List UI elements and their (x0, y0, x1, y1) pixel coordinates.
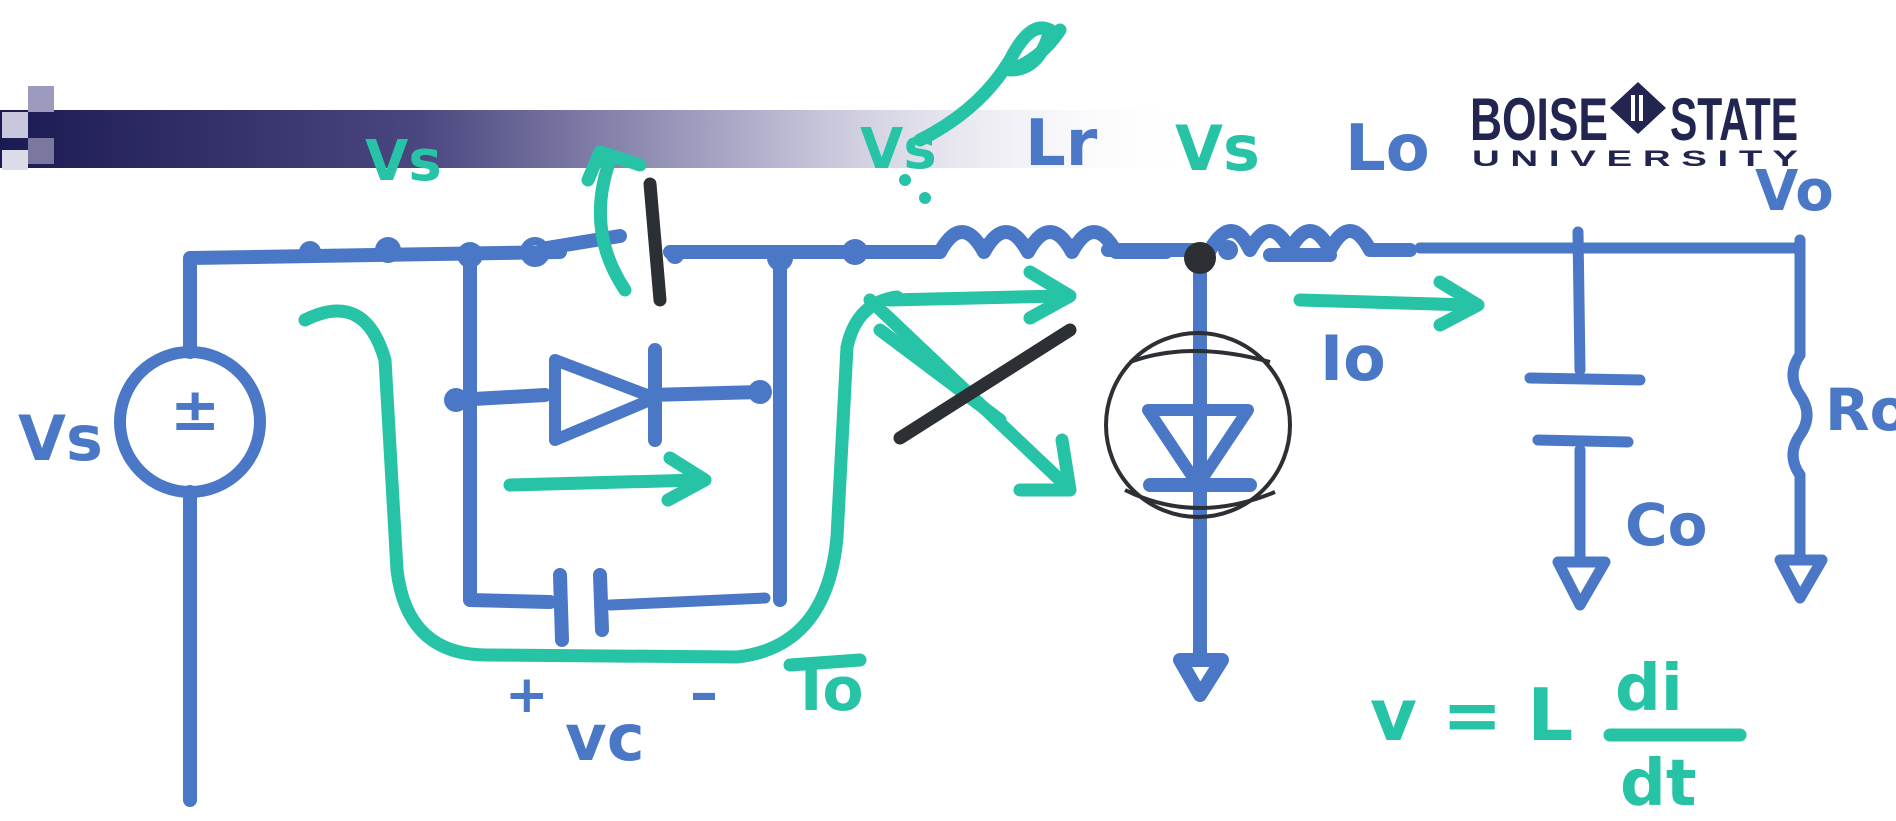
logo-word-left: BOISE (1470, 86, 1608, 153)
label-output-current: Io (1320, 322, 1386, 395)
voltage-source: ± (114, 346, 266, 498)
logo-subline: U N I V E R S I T Y (1472, 146, 1799, 171)
label-output-capacitor: Co (1625, 491, 1707, 559)
plus-minus-icon: ± (170, 375, 220, 445)
bronco-shield-icon (1610, 82, 1666, 134)
cap-voltage-label: + vc – (505, 661, 718, 776)
circuit-nodes (299, 237, 1238, 412)
label-cap-voltage-minus: – (690, 661, 718, 726)
cap-current-bar (783, 653, 867, 672)
label-source: Vs (18, 402, 103, 475)
label-cap-voltage-plus: + (505, 665, 549, 725)
inductor-equation: v = L di dt (1370, 652, 1747, 821)
freewheel-diode (1104, 331, 1292, 519)
teal-annotations (298, 21, 1485, 664)
label-switch-node-right: Vs (860, 117, 937, 182)
equation-numerator: di (1615, 652, 1683, 726)
label-load-resistor: Ro (1825, 376, 1896, 444)
switch-diode (549, 343, 662, 447)
equation-denominator: dt (1620, 747, 1696, 817)
label-output-voltage: Vo (1755, 159, 1834, 224)
equation-lhs: v = L (1370, 673, 1573, 757)
output-inductor (1203, 224, 1417, 257)
label-switch-node-left: Vs (365, 129, 442, 194)
label-output-inductor: Lo (1345, 112, 1430, 186)
resonant-capacitor (553, 568, 609, 647)
logo-word-right: STATE (1670, 86, 1798, 153)
label-resonant-inductor: Lr (1025, 107, 1098, 181)
label-resonant-node: Vs (1175, 112, 1260, 185)
circuit-wiring (183, 226, 1828, 807)
university-logo: BOISE STATE U N I V E R S I T Y (1470, 82, 1799, 171)
label-cap-voltage: vc (565, 702, 645, 776)
resonant-inductor (933, 225, 1173, 259)
